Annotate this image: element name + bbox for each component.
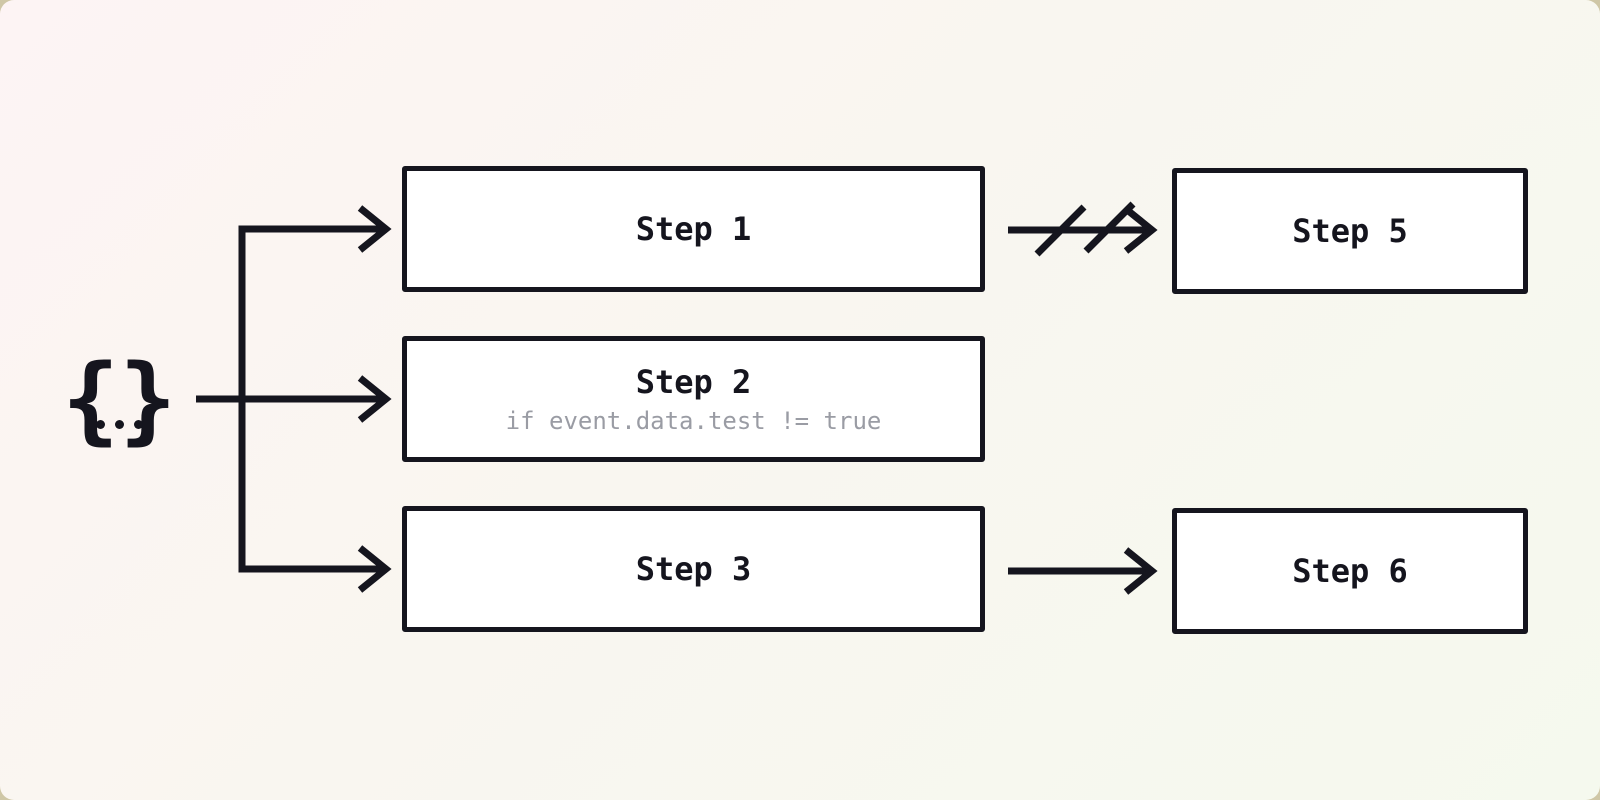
arrowhead-step6 bbox=[1123, 547, 1158, 595]
edge-source-step2 bbox=[196, 375, 392, 423]
node-condition: if event.data.test != true bbox=[505, 407, 882, 435]
edge-step3-step6 bbox=[1008, 547, 1158, 595]
ellipsis-dot bbox=[115, 420, 124, 429]
node-step2[interactable]: Step 2 if event.data.test != true bbox=[402, 336, 985, 462]
ellipsis-dot bbox=[134, 420, 143, 429]
node-label: Step 1 bbox=[635, 210, 752, 248]
arrowhead-step1 bbox=[357, 205, 392, 253]
node-step6[interactable]: Step 6 bbox=[1172, 508, 1528, 634]
node-step1[interactable]: Step 1 bbox=[402, 166, 985, 292]
node-label: Step 2 bbox=[635, 363, 752, 401]
left-brace: { bbox=[62, 345, 120, 455]
node-label: Step 3 bbox=[635, 550, 752, 588]
json-braces-icon[interactable]: { } bbox=[62, 352, 176, 448]
node-step5[interactable]: Step 5 bbox=[1172, 168, 1528, 294]
cancel-slash-2 bbox=[1083, 201, 1136, 254]
arrowhead-step2 bbox=[357, 375, 392, 423]
arrowhead-step5 bbox=[1123, 206, 1158, 254]
node-step3[interactable]: Step 3 bbox=[402, 506, 985, 632]
node-label: Step 6 bbox=[1292, 552, 1408, 590]
arrowhead-step3 bbox=[357, 545, 392, 593]
ellipsis-dot bbox=[96, 420, 105, 429]
cancel-slash-1 bbox=[1034, 204, 1087, 257]
edge-step1-step5-cancelled bbox=[1008, 201, 1158, 257]
right-brace: } bbox=[119, 345, 177, 455]
node-label: Step 5 bbox=[1292, 212, 1408, 250]
